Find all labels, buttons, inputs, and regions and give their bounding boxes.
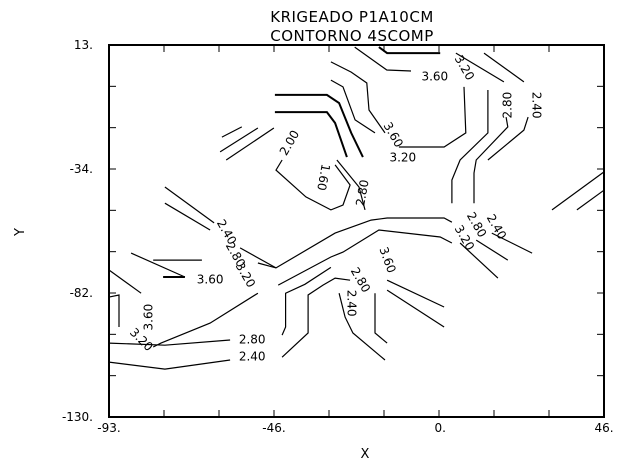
contour-line-2-8 bbox=[336, 159, 366, 211]
contour-label: 2.80 bbox=[500, 92, 514, 119]
chart-title-line-1: KRIGEADO P1A10CM bbox=[270, 8, 434, 26]
plot-frame bbox=[108, 44, 605, 418]
contour-line-3-2 bbox=[277, 229, 453, 286]
contour-label: 3.20 bbox=[389, 151, 416, 165]
contour-lines bbox=[108, 46, 605, 370]
contour-line-2-4 bbox=[576, 189, 605, 211]
x-tick-label: 0. bbox=[434, 421, 445, 435]
x-tick-labels: -93. -46. 0. 46. bbox=[97, 421, 613, 435]
contour-label: 3.20 bbox=[452, 53, 477, 83]
contour-label: 3.20 bbox=[233, 260, 258, 290]
contour-line-2-8 bbox=[483, 52, 525, 83]
contour-label: 3.60 bbox=[141, 304, 155, 331]
contour-line-2-4 bbox=[491, 232, 533, 254]
contour-line-2-8 bbox=[473, 116, 509, 204]
chart-title-line-2: CONTORNO 4SCOMP bbox=[270, 27, 434, 45]
contour-line-3-6 bbox=[386, 279, 445, 308]
contour-line-3-2 bbox=[239, 247, 277, 269]
contour-line-4 bbox=[274, 93, 364, 158]
contour-line-2-4 bbox=[108, 359, 231, 370]
contour-line-3-2 bbox=[386, 289, 445, 328]
x-tick-label: -46. bbox=[262, 421, 285, 435]
x-tick-label: 46. bbox=[594, 421, 613, 435]
contour-line-2-8 bbox=[475, 239, 509, 261]
contour-label: 3.60 bbox=[380, 120, 405, 150]
contour-line-2-4 bbox=[164, 186, 215, 224]
contour-line-3-2 bbox=[330, 61, 386, 134]
y-tick-labels: 13. -34. -82. -130. bbox=[62, 38, 93, 424]
contour-line-2-8 bbox=[374, 293, 388, 344]
contour-line-2-4 bbox=[281, 277, 351, 358]
y-tick-label: 13. bbox=[74, 38, 93, 52]
contour-line-2-4 bbox=[221, 126, 243, 138]
contour-label: 2.40 bbox=[345, 290, 359, 317]
contour-line-2-4 bbox=[338, 293, 386, 361]
contour-label: 3.60 bbox=[376, 245, 398, 275]
contour-label: 3.60 bbox=[197, 273, 224, 287]
y-tick-label: -34. bbox=[70, 162, 93, 176]
x-axis-label: X bbox=[361, 447, 370, 462]
contour-label: 2.80 bbox=[353, 179, 371, 208]
contour-label: 3.60 bbox=[421, 70, 448, 84]
contour-line-3-2 bbox=[108, 294, 120, 327]
x-tick-label: -93. bbox=[97, 421, 120, 435]
contour-line-2-8 bbox=[257, 217, 453, 269]
contour-line-3-2 bbox=[451, 90, 489, 204]
contour-line-3-6 bbox=[330, 79, 376, 134]
y-axis-label: Y bbox=[13, 228, 28, 237]
contour-label: 2.40 bbox=[530, 92, 544, 119]
contour-line-1-6 bbox=[275, 159, 351, 211]
contour-line-3-2 bbox=[152, 292, 259, 348]
contour-line-2-8 bbox=[164, 202, 211, 231]
contour-label: 2.40 bbox=[484, 212, 509, 242]
axis-ticks bbox=[108, 44, 605, 418]
contour-label: 1.60 bbox=[314, 163, 332, 192]
contour-label: 2.80 bbox=[239, 333, 266, 347]
y-tick-label: -82. bbox=[70, 286, 93, 300]
contour-line-2-4 bbox=[487, 116, 529, 161]
contour-line-4 bbox=[378, 46, 441, 55]
contour-line-2-4 bbox=[551, 171, 605, 211]
contour-line-2-4 bbox=[219, 127, 259, 153]
y-tick-label: -130. bbox=[62, 410, 93, 424]
contour-line-3-6 bbox=[354, 46, 412, 72]
contour-line-2-8 bbox=[281, 266, 332, 336]
contour-line-3-2 bbox=[455, 52, 505, 83]
contour-line-2-4 bbox=[225, 127, 275, 161]
contour-line-3-6 bbox=[398, 86, 467, 148]
contour-label: 2.00 bbox=[277, 128, 302, 158]
contour-line-3-6 bbox=[130, 252, 186, 278]
contour-line-3-2 bbox=[459, 242, 499, 279]
contour-line-2-8 bbox=[108, 339, 231, 346]
contour-line-3-6 bbox=[108, 269, 142, 294]
contour-line-4 bbox=[274, 111, 348, 158]
contour-label: 2.40 bbox=[239, 350, 266, 364]
